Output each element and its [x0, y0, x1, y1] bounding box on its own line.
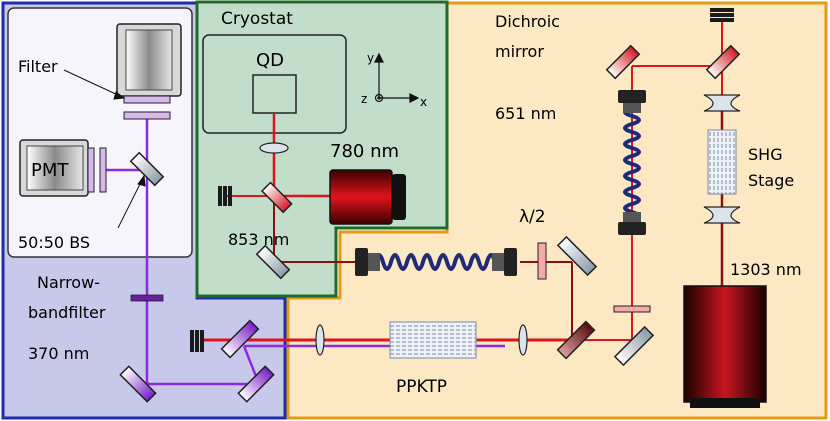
- mirror-pump: [556, 320, 596, 360]
- mirror-cryostat: [260, 181, 293, 214]
- fiber-right: [618, 90, 646, 235]
- axis-y-label: y: [367, 51, 374, 65]
- half-wave-plate: [537, 242, 547, 280]
- filter-label: Filter: [18, 57, 58, 76]
- lens-shg-out: [703, 206, 741, 224]
- half-wave-plate-label: λ/2: [519, 207, 546, 227]
- axis-x-label: x: [420, 95, 427, 109]
- beam-block-853: [218, 186, 232, 206]
- mirror-violet-2: [119, 365, 157, 403]
- bandpass-filter: [130, 294, 164, 302]
- shg-label-line2: Stage: [748, 171, 794, 190]
- shg-label-line1: SHG: [748, 145, 783, 164]
- shg-crystal: [707, 129, 737, 195]
- cryostat-label: Cryostat: [221, 9, 293, 29]
- filter-leader: [63, 69, 121, 97]
- bs-leader: [117, 179, 143, 229]
- axis-z-label: z: [361, 92, 367, 106]
- fiber-left: [355, 248, 517, 276]
- lens-ppktp-out: [518, 324, 528, 356]
- axes-glyph: [374, 52, 420, 103]
- lens-ppktp-in: [315, 324, 325, 356]
- ppktp-label: PPKTP: [396, 377, 447, 397]
- mirror-dichroic-right: [705, 44, 741, 80]
- wavelength-370-label: 370 nm: [28, 344, 89, 363]
- mirror-853: [255, 244, 291, 280]
- beam-splitter-label: 50:50 BS: [18, 233, 90, 252]
- beam-block-370: [190, 330, 204, 352]
- dichroic-label-line1: Dichroic: [495, 12, 560, 31]
- beam-block-top: [710, 8, 734, 22]
- pmt-label: PMT: [31, 160, 69, 181]
- objective-lens: [259, 142, 289, 154]
- beam-splitter: [129, 151, 165, 187]
- mirror-half-wave: [556, 235, 598, 277]
- wavelength-780-label: 780 nm: [330, 141, 399, 162]
- wavelength-1303-label: 1303 nm: [730, 260, 802, 279]
- dichroic-label-line2: mirror: [495, 42, 544, 61]
- pmt-detector: [19, 139, 107, 197]
- laser-1303: [683, 285, 767, 408]
- mirror-dichroic-left: [605, 44, 641, 80]
- wavelength-651-label: 651 nm: [495, 104, 556, 123]
- narrowband-label-line1: Narrow-: [37, 273, 100, 292]
- laser-780: [329, 169, 406, 225]
- filter-651: [613, 305, 651, 313]
- ppktp-crystal: [389, 321, 477, 359]
- mirror-bottom: [613, 325, 655, 367]
- mirror-violet-3: [237, 365, 275, 403]
- wavelength-853-label: 853 nm: [228, 230, 289, 249]
- narrowband-label-line2: bandfilter: [28, 303, 106, 322]
- mirror-violet-1: [220, 319, 260, 359]
- filter-detector: [116, 23, 182, 120]
- qd-label: QD: [256, 50, 284, 71]
- lens-shg-in: [703, 94, 741, 112]
